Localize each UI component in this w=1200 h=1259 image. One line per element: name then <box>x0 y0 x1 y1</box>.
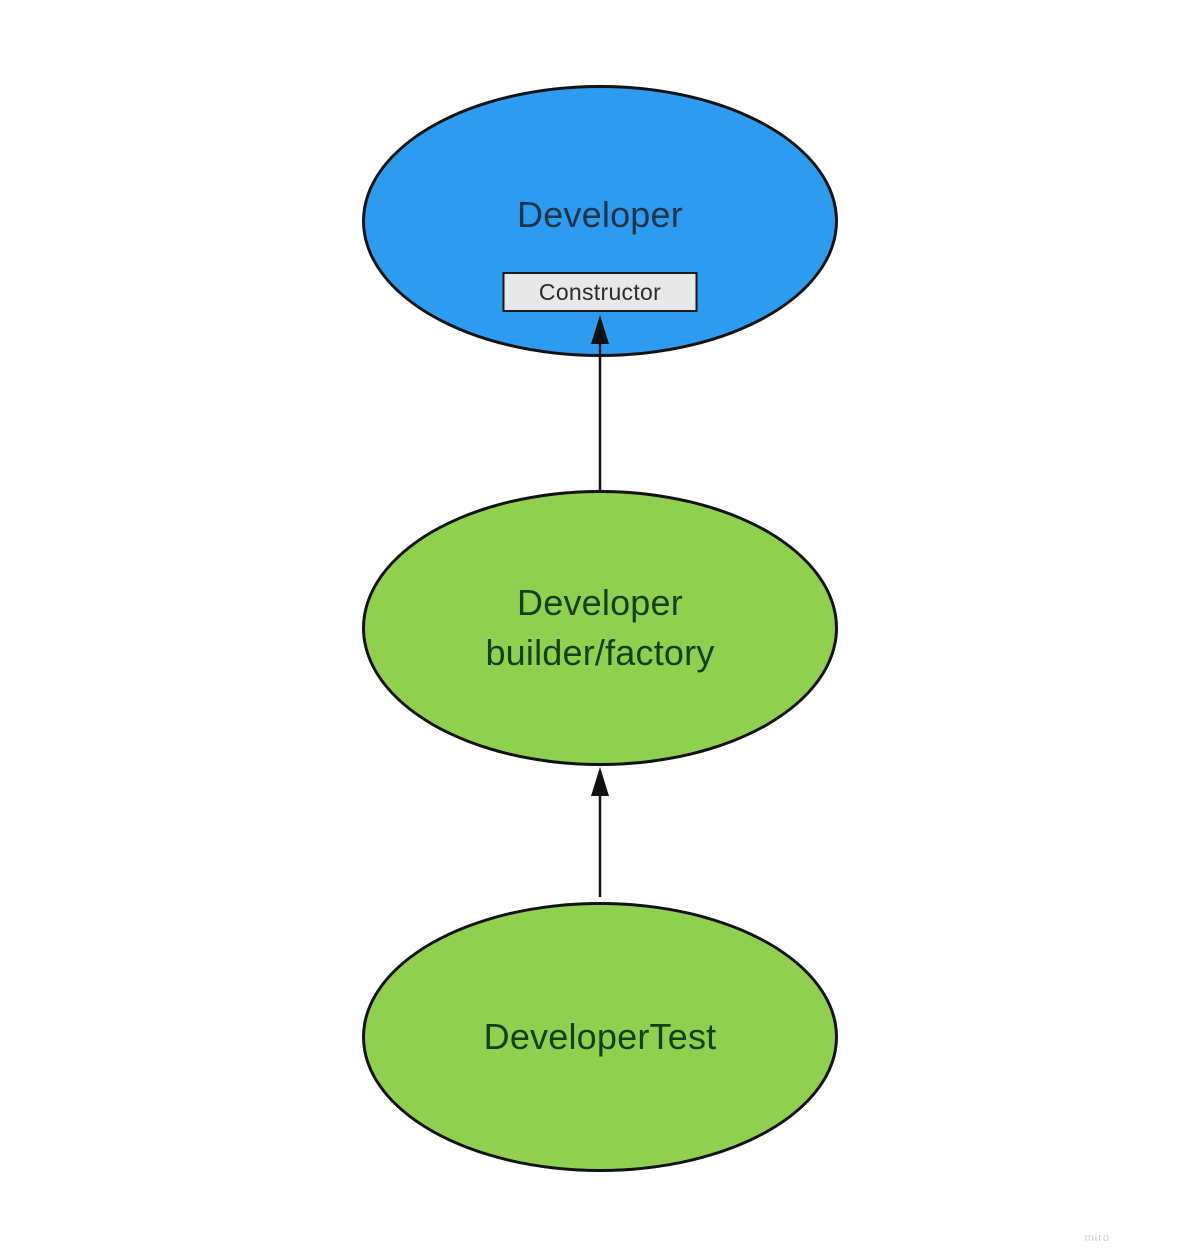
arrow-test-to-builder <box>591 767 609 897</box>
constructor-box[interactable]: Constructor <box>502 272 698 312</box>
constructor-box-label: Constructor <box>538 278 662 305</box>
node-developer-builder-factory[interactable]: Developer builder/factory <box>362 490 838 766</box>
node-developer-builder-factory-label: Developer builder/factory <box>365 578 835 678</box>
node-developer-test-label: DeveloperTest <box>483 1016 717 1057</box>
miro-watermark: miro <box>1084 1232 1110 1244</box>
node-developer[interactable]: Developer Constructor <box>362 85 838 357</box>
node-developer-test[interactable]: DeveloperTest <box>362 902 838 1172</box>
label-line-2: builder/factory <box>485 632 715 673</box>
node-developer-label: Developer <box>517 194 683 235</box>
label-line-1: Developer <box>517 582 683 623</box>
